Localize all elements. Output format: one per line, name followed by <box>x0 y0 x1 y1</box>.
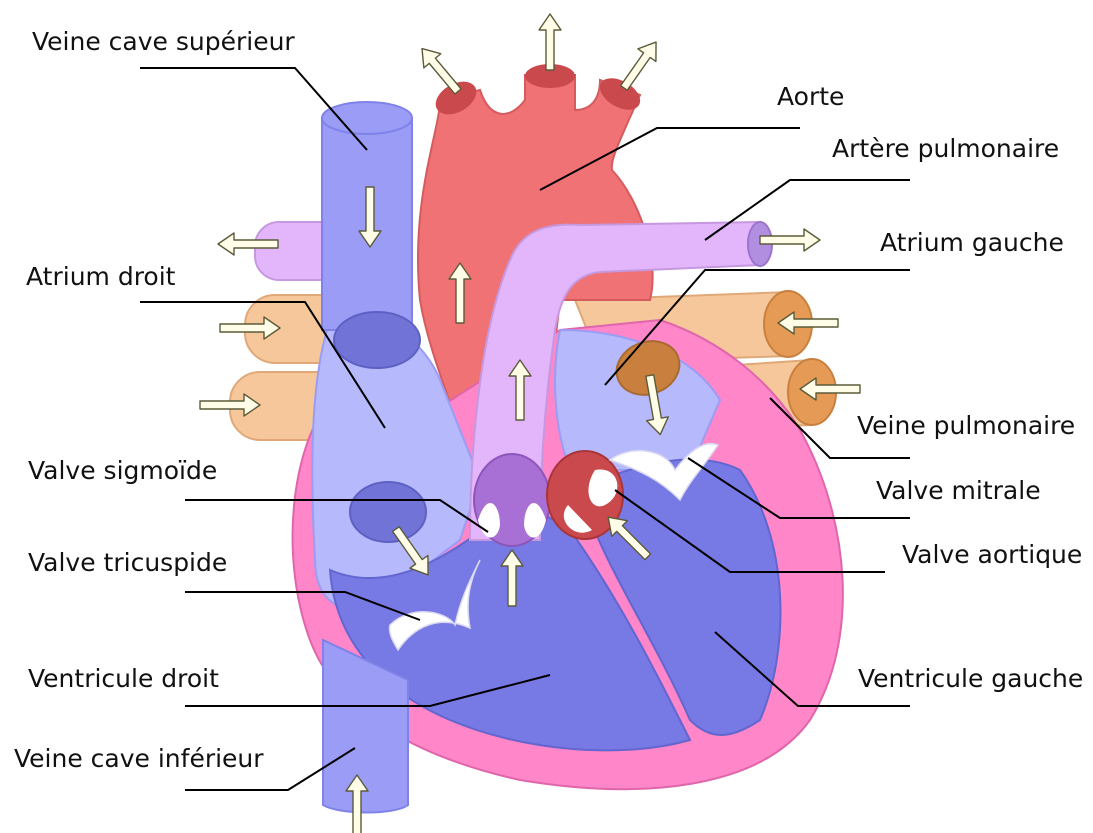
label-right-atrium: Atrium droit <box>26 262 175 292</box>
label-left-atrium: Atrium gauche <box>880 228 1064 258</box>
label-right-ventricle: Ventricule droit <box>28 664 219 694</box>
label-pulmonary-artery: Artère pulmonaire <box>832 134 1059 164</box>
flow-arrow <box>414 41 467 98</box>
flow-arrow <box>615 36 665 94</box>
label-mitral-valve: Valve mitrale <box>876 476 1041 506</box>
label-aorta: Aorte <box>777 82 844 112</box>
label-aortic-valve: Valve aortique <box>902 540 1082 570</box>
label-left-ventricle: Ventricule gauche <box>858 664 1083 694</box>
label-tricuspid-valve: Valve tricuspide <box>28 548 227 578</box>
label-semilunar-valve: Valve sigmoïde <box>28 456 217 486</box>
label-vena-cava-inferior: Veine cave inférieur <box>14 744 264 774</box>
flow-arrow <box>539 14 561 70</box>
label-pulmonary-vein: Veine pulmonaire <box>857 411 1075 441</box>
pulmonary-valve <box>474 454 550 546</box>
label-vena-cava-superior: Veine cave supérieur <box>32 27 295 57</box>
